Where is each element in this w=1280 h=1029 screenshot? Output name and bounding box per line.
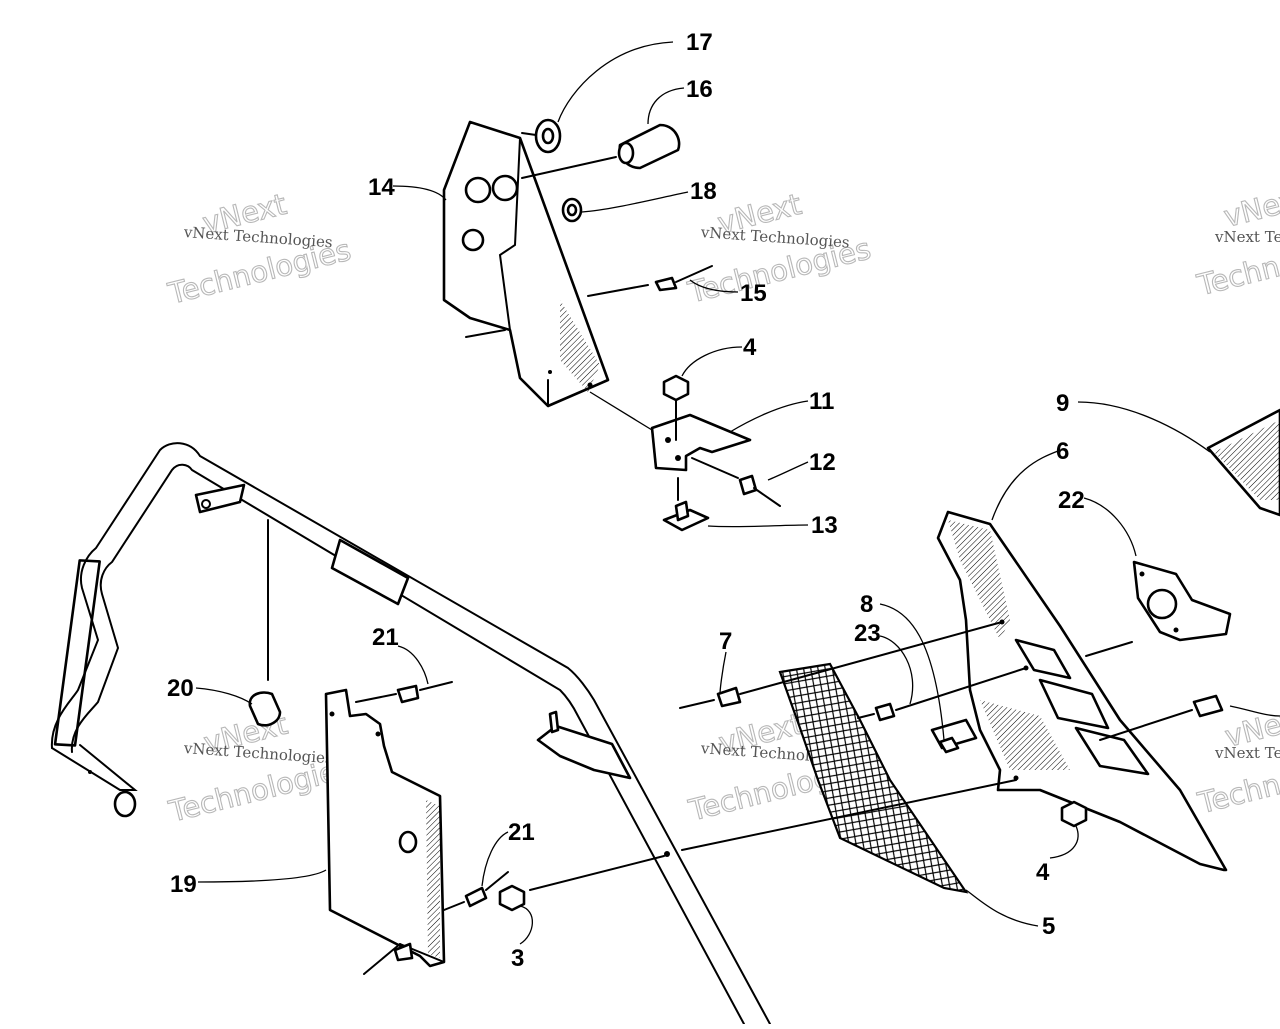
callout-4-upper: 4 bbox=[743, 334, 757, 361]
part-knob-16 bbox=[521, 123, 681, 179]
callout-18: 18 bbox=[690, 178, 717, 205]
part-nut-4-lower bbox=[681, 779, 1088, 851]
callout-9: 9 bbox=[1056, 390, 1069, 417]
callout-5: 5 bbox=[1042, 913, 1055, 940]
callout-17: 17 bbox=[686, 29, 713, 56]
callout-6: 6 bbox=[1056, 438, 1069, 465]
watermark-text: vNext Technologies bbox=[182, 739, 333, 767]
callout-15: 15 bbox=[740, 280, 767, 307]
part-bushing-17 bbox=[521, 118, 562, 154]
callout-8: 8 bbox=[860, 591, 873, 618]
callout-labels: 17 16 18 14 15 4 11 12 13 9 6 22 8 23 7 … bbox=[167, 29, 1085, 972]
part-bushing-18 bbox=[561, 197, 583, 223]
callout-14: 14 bbox=[368, 174, 395, 201]
part-mesh-screen-5 bbox=[778, 662, 969, 894]
part-angle-bracket-11 bbox=[589, 391, 752, 472]
watermark-text: vNext Technologies bbox=[699, 223, 850, 251]
part-nut-4-upper bbox=[662, 374, 690, 441]
part-tube-tab bbox=[536, 710, 632, 780]
part-handlebar-tube bbox=[50, 442, 771, 1025]
callout-19: 19 bbox=[170, 871, 197, 898]
part-clip-nut-13 bbox=[662, 477, 710, 532]
watermark-text: vNext Technologies bbox=[1214, 744, 1280, 762]
callout-22: 22 bbox=[1058, 487, 1085, 514]
part-plate-19 bbox=[324, 688, 446, 975]
part-bolt-right bbox=[1085, 641, 1224, 741]
callout-11: 11 bbox=[809, 388, 834, 415]
part-clip-8 bbox=[930, 718, 978, 754]
part-grommet-20 bbox=[248, 691, 282, 727]
part-rivet-23 bbox=[857, 667, 1027, 722]
part-rivet-7 bbox=[679, 621, 1003, 709]
watermark-text: vNext Technologies bbox=[182, 223, 333, 251]
part-nut-3 bbox=[498, 855, 665, 912]
callout-13: 13 bbox=[811, 512, 838, 539]
callout-3: 3 bbox=[511, 945, 524, 972]
callout-20: 20 bbox=[167, 675, 194, 702]
part-cover-9 bbox=[1206, 408, 1280, 517]
watermark-text: vNext Technologies bbox=[1214, 228, 1280, 246]
part-upper-bracket bbox=[442, 120, 610, 408]
callout-21-lower: 21 bbox=[508, 819, 535, 846]
callout-7: 7 bbox=[719, 628, 732, 655]
part-rivet-21-lower bbox=[443, 871, 509, 911]
callout-21-upper: 21 bbox=[372, 624, 399, 651]
callout-4-lower: 4 bbox=[1036, 859, 1050, 886]
callout-23: 23 bbox=[854, 620, 881, 647]
part-mount-22 bbox=[1132, 560, 1232, 642]
callout-16: 16 bbox=[686, 76, 713, 103]
part-pin-15 bbox=[587, 265, 713, 297]
leader-lines bbox=[195, 41, 1280, 945]
part-rivet-12 bbox=[691, 457, 781, 507]
part-rivet-21-upper bbox=[355, 681, 453, 704]
callout-12: 12 bbox=[809, 449, 836, 476]
svg-text:vNext: vNext bbox=[1220, 180, 1280, 233]
